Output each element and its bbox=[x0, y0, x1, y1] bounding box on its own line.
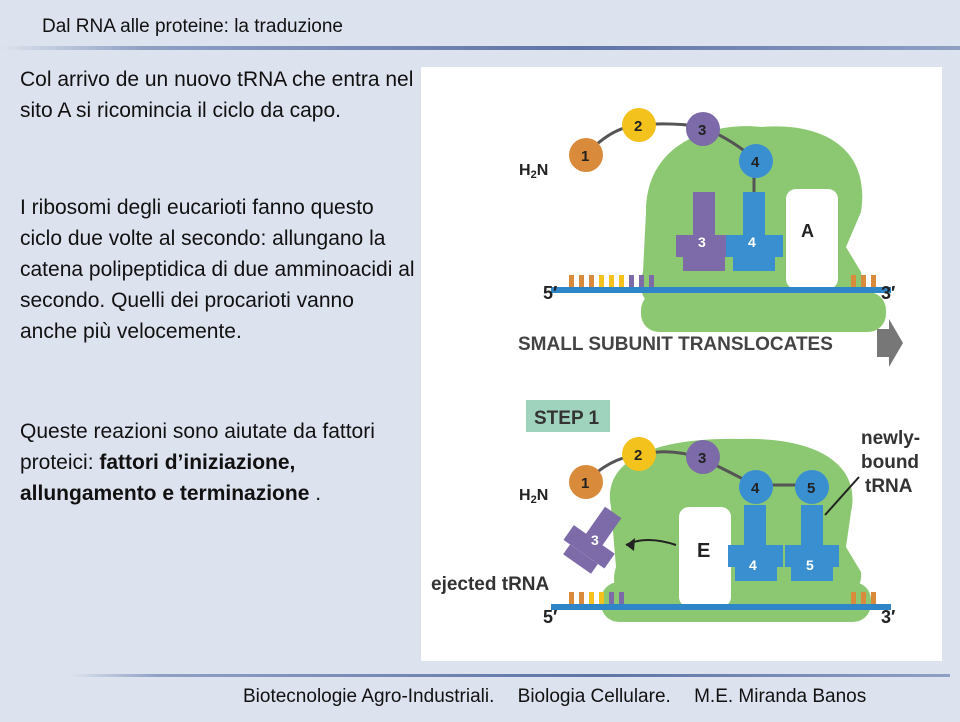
ejected-trna bbox=[563, 506, 622, 574]
aa-label-3-bottom: 3 bbox=[698, 450, 706, 467]
aa-label-5-bottom: 5 bbox=[807, 480, 815, 497]
amino-acid-3-top bbox=[686, 112, 720, 146]
footer-subject: Biologia Cellulare. bbox=[517, 686, 671, 707]
title-bar: Dal RNA alle proteine: la traduzione bbox=[0, 0, 960, 50]
translocation-caption: SMALL SUBUNIT TRANSLOCATES bbox=[518, 334, 833, 355]
three-prime-bottom: 3′ bbox=[881, 607, 895, 627]
amino-acid-4-top bbox=[739, 144, 773, 178]
aa-label-3-top: 3 bbox=[698, 122, 706, 139]
mrna-strand-top bbox=[551, 287, 891, 293]
step-label: STEP 1 bbox=[534, 408, 600, 429]
aa-label-1-top: 1 bbox=[581, 148, 589, 165]
ejected-trna-number: 3 bbox=[591, 532, 599, 548]
mrna-ticks-top bbox=[569, 275, 876, 289]
aa-label-4-bottom: 4 bbox=[751, 480, 760, 497]
peptide-chain-bottom bbox=[584, 450, 811, 487]
translation-diagram: A 3 4 1 2 3 4 bbox=[431, 108, 920, 627]
translocation-arrow bbox=[877, 319, 903, 367]
translation-figure: A 3 4 1 2 3 4 bbox=[421, 67, 942, 661]
amino-acid-3-bottom bbox=[686, 440, 720, 474]
aa-label-2-bottom: 2 bbox=[634, 447, 642, 464]
amino-acid-2-top bbox=[622, 108, 656, 142]
footer: Biotecnologie Agro-Industriali. Biologia… bbox=[243, 686, 884, 708]
slide-title: Dal RNA alle proteine: la traduzione bbox=[42, 16, 344, 37]
amino-acid-4-bottom bbox=[739, 470, 773, 504]
five-prime-top: 5′ bbox=[543, 283, 557, 303]
aa-label-4-top: 4 bbox=[751, 154, 760, 171]
e-site-label-bottom: E bbox=[697, 540, 710, 562]
title-underline bbox=[0, 46, 960, 50]
footer-author: M.E. Miranda Banos bbox=[694, 686, 867, 707]
amino-acid-1-top bbox=[569, 138, 603, 172]
ejection-arrowhead bbox=[626, 538, 635, 551]
a-site-top bbox=[786, 189, 838, 289]
peptide-chain-top bbox=[584, 122, 756, 161]
trna-label-3-top: 3 bbox=[698, 234, 706, 250]
amino-acid-5-bottom bbox=[795, 470, 829, 504]
mrna-strand-bottom bbox=[551, 604, 891, 610]
paragraph-3-end: . bbox=[309, 482, 322, 505]
three-prime-top: 3′ bbox=[881, 283, 895, 303]
step-badge bbox=[526, 400, 610, 432]
trna-label-4-bottom: 4 bbox=[749, 557, 757, 573]
footer-rule bbox=[70, 674, 950, 677]
five-prime-bottom: 5′ bbox=[543, 607, 557, 627]
trna-blue-5-bottom bbox=[785, 505, 839, 581]
amino-acid-2-bottom bbox=[622, 437, 656, 471]
n-terminus-top: H2N bbox=[519, 162, 548, 181]
paragraph-3-plain: Queste reazioni sono aiutate da fattori … bbox=[20, 420, 375, 474]
paragraph-3-bold: fattori d’iniziazione, allungamento e te… bbox=[20, 451, 310, 505]
trna-label-5-bottom: 5 bbox=[806, 557, 814, 573]
newly-bound-line-1: newly- bbox=[861, 428, 920, 449]
ejected-trna-label: ejected tRNA bbox=[431, 574, 550, 595]
paragraph-1: Col arrivo de un nuovo tRNA che entra ne… bbox=[20, 68, 414, 122]
amino-acid-1-bottom bbox=[569, 465, 603, 499]
top-panel: A 3 4 1 2 3 4 bbox=[518, 108, 903, 367]
newly-bound-line-2: bound bbox=[861, 452, 919, 473]
trna-blue-top bbox=[726, 192, 783, 271]
bottom-panel: STEP 1 E 4 5 bbox=[431, 400, 920, 627]
trna-blue-4-bottom bbox=[728, 505, 783, 581]
footer-course: Biotecnologie Agro-Industriali. bbox=[243, 686, 495, 707]
n-terminus-bottom: H2N bbox=[519, 487, 548, 506]
a-site-label-top: A bbox=[801, 221, 814, 241]
trna-purple-top bbox=[676, 192, 733, 271]
ribosome-small-subunit-bottom bbox=[601, 582, 871, 622]
newly-bound-pointer bbox=[824, 476, 860, 516]
paragraph-2: I ribosomi degli eucarioti fanno questo … bbox=[20, 196, 415, 343]
ribosome-small-subunit-top bbox=[641, 292, 886, 332]
e-site-bottom bbox=[679, 507, 731, 607]
paragraph-3: Queste reazioni sono aiutate da fattori … bbox=[20, 416, 415, 509]
trna-label-4-top: 4 bbox=[748, 234, 756, 250]
aa-label-2-top: 2 bbox=[634, 118, 642, 135]
mrna-ticks-bottom bbox=[569, 592, 876, 606]
aa-label-1-bottom: 1 bbox=[581, 475, 589, 492]
newly-bound-line-3: tRNA bbox=[865, 476, 913, 497]
